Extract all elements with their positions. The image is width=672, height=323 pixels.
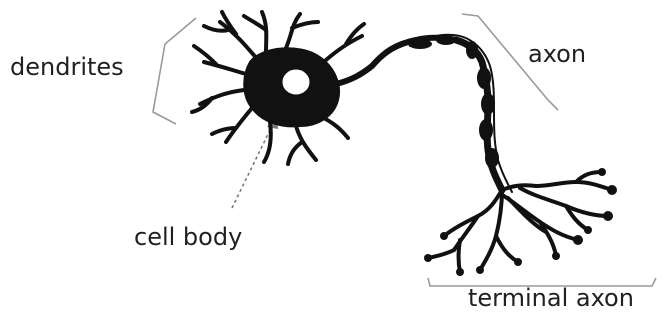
nucleus (281, 68, 311, 96)
axon-sheath-outline (410, 35, 512, 192)
axon (336, 35, 512, 192)
label-terminal-axon: terminal axon (468, 284, 634, 312)
dashed-arrow-line (232, 126, 272, 208)
label-axon: axon (528, 40, 586, 68)
dendrites-bracket (153, 18, 196, 124)
label-dendrites: dendrites (10, 53, 124, 81)
axon-hillock (336, 38, 456, 84)
axon-shaft (456, 40, 502, 190)
axon-terminals (428, 172, 612, 272)
label-cell-body: cell body (134, 223, 242, 251)
